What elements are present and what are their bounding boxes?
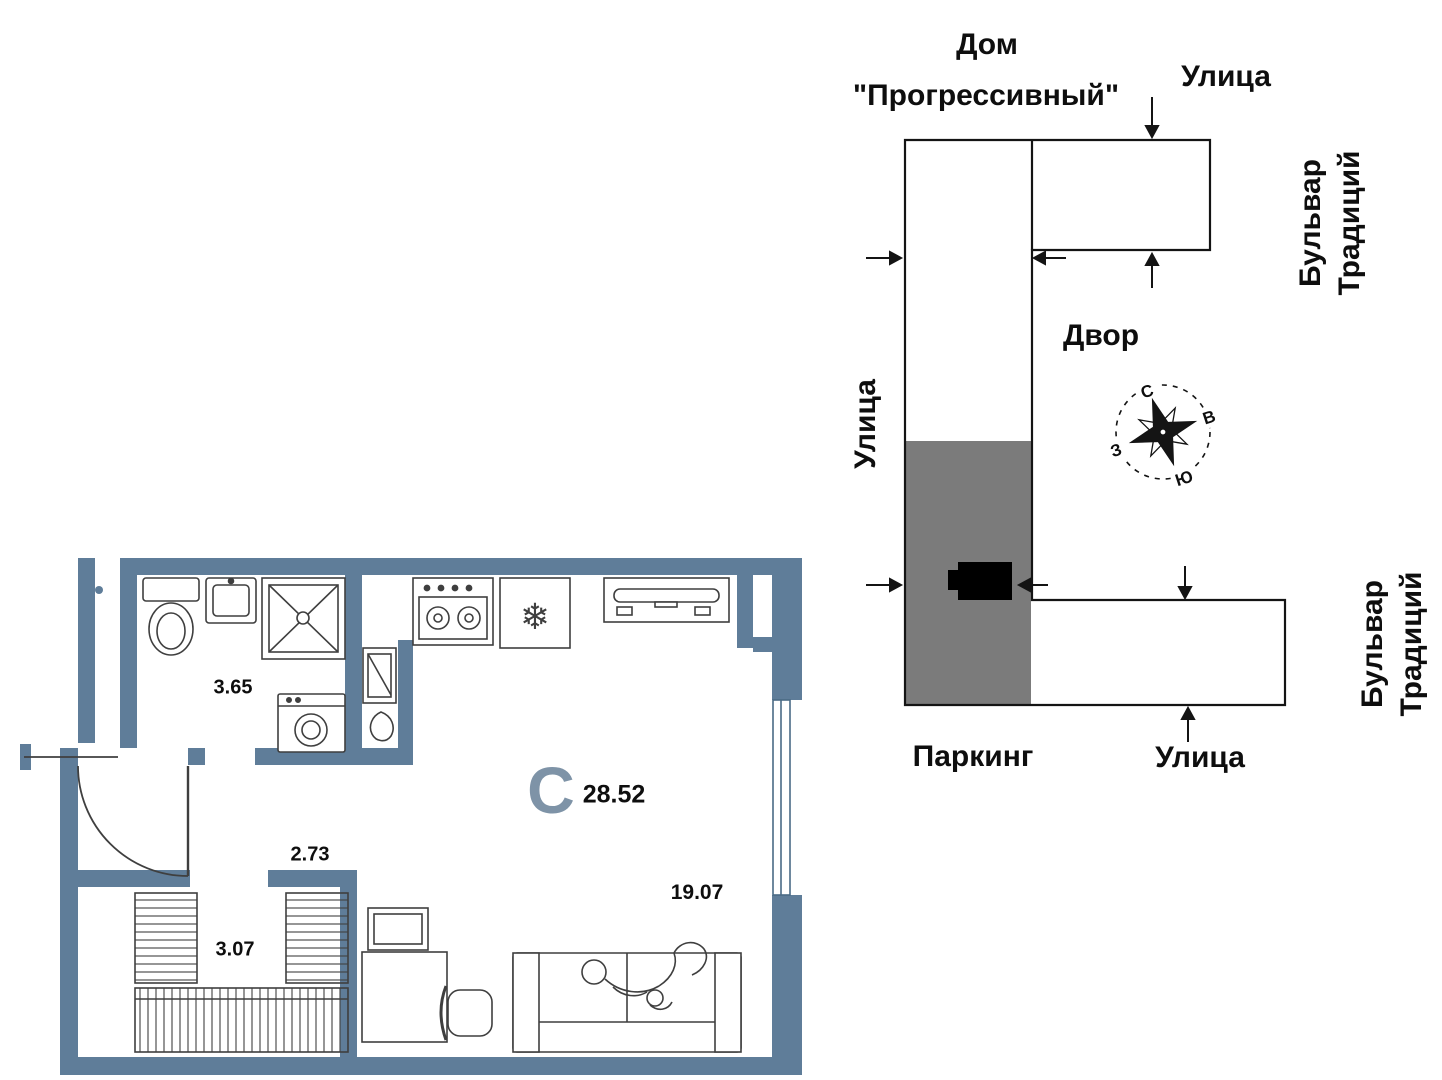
bathroom-sink — [205, 577, 257, 624]
wardrobe-shelves — [134, 892, 349, 1053]
arrow-left-street-right-icon — [866, 250, 904, 266]
arrow-wing-down-icon — [1177, 566, 1193, 601]
fridge-snowflake-icon: ❄ — [520, 597, 550, 638]
compass-south-label: Ю — [1173, 467, 1196, 490]
toilet — [142, 577, 200, 656]
arrow-courtyard-up-icon — [1144, 251, 1160, 288]
unit-type-letter: С — [527, 753, 575, 827]
label-area-hallway: 2.73 — [290, 843, 330, 866]
compass-rose: С В Ю З — [1105, 380, 1220, 490]
arrow-street-bottom-icon — [1180, 705, 1196, 742]
walls — [20, 558, 802, 1075]
direction-arrows — [866, 97, 1196, 742]
arrow-marker-left-icon — [1016, 577, 1048, 593]
label-boulevard-right-top-line1: Бульвар — [1294, 158, 1327, 288]
arrow-parking-right-icon — [866, 577, 904, 593]
label-street-bottom: Улица — [1155, 741, 1245, 774]
floorplan: ❄ — [20, 558, 802, 1075]
person-on-sofa — [581, 941, 708, 1011]
shower — [261, 577, 346, 660]
fridge: ❄ — [499, 577, 571, 649]
tv-console — [603, 577, 730, 623]
unit-total-area: 28.52 — [582, 780, 646, 809]
sofa — [512, 952, 742, 1053]
label-boulevard-right-bottom: Бульвар Традиций — [1353, 571, 1431, 716]
site-plan: С В Ю З — [866, 97, 1287, 742]
apartment-location-marker — [948, 562, 1012, 600]
washing-machine — [277, 693, 346, 753]
wall-dot — [95, 586, 103, 594]
label-boulevard-right-top-line2: Традиций — [1333, 150, 1366, 296]
label-boulevard-right-bottom-line1: Бульвар — [1356, 579, 1389, 709]
label-boulevard-right-bottom-line2: Традиций — [1395, 571, 1428, 717]
label-area-wardrobe: 3.07 — [215, 938, 255, 961]
label-street-top: Улица — [1181, 60, 1271, 93]
stove — [412, 577, 494, 646]
entrance-door — [24, 756, 190, 877]
office-chair — [439, 985, 493, 1041]
label-area-bathroom: 3.65 — [213, 676, 253, 699]
label-parking: Паркинг — [912, 740, 1034, 773]
label-house-name-line2: "Прогрессивный" — [852, 79, 1120, 112]
arrow-street-top-icon — [1144, 97, 1160, 140]
compass-east-label: В — [1200, 407, 1218, 429]
kitchen-sink-drop — [369, 711, 394, 742]
kitchen-counter — [362, 647, 397, 704]
window — [772, 699, 791, 896]
label-boulevard-right-top: Бульвар Традиций — [1291, 150, 1369, 295]
compass-north-label: С — [1138, 381, 1156, 403]
label-area-living: 19.07 — [670, 881, 724, 904]
desk — [361, 907, 448, 1043]
label-yard: Двор — [1062, 319, 1140, 352]
label-street-left: Улица — [849, 379, 882, 469]
label-house-name-line1: Дом — [956, 28, 1018, 61]
building-outline — [903, 138, 1287, 707]
arrow-yard-left-top-icon — [1031, 250, 1066, 266]
